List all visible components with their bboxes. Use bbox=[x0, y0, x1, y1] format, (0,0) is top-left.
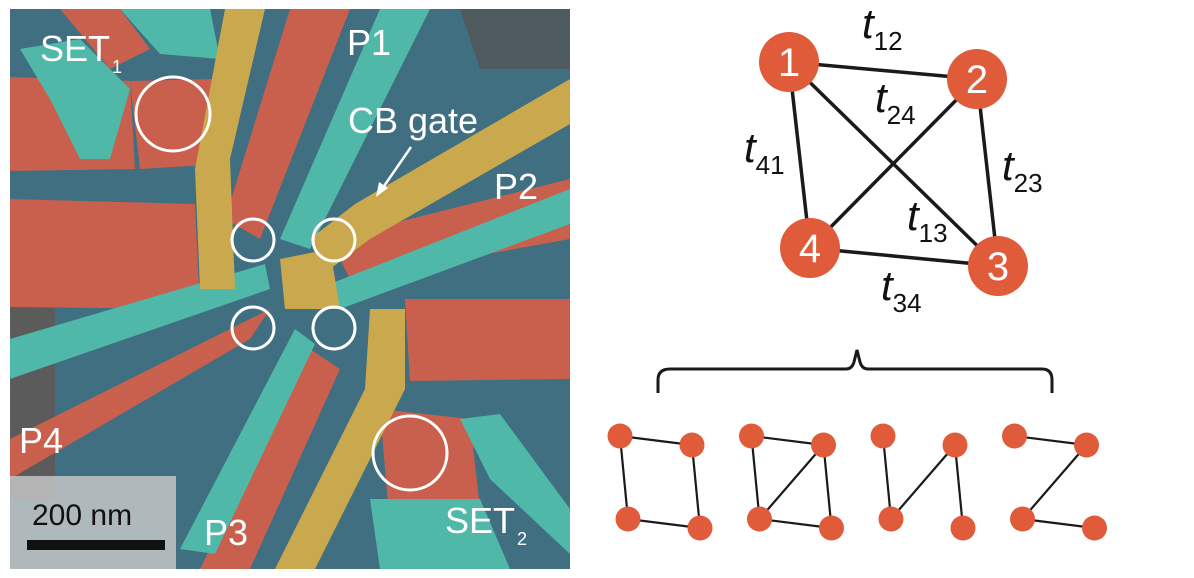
sub-node-2 bbox=[1074, 432, 1099, 458]
label-p4: P4 bbox=[19, 420, 63, 461]
sub-edge-1-4 bbox=[750, 435, 761, 520]
edge-3-4 bbox=[809, 246, 999, 268]
label-cb-gate: CB gate bbox=[348, 100, 478, 141]
cyan-gate bbox=[370, 499, 510, 569]
set2-circle bbox=[371, 414, 449, 492]
red-gate bbox=[200, 349, 340, 569]
red-gate bbox=[405, 299, 570, 381]
node-4 bbox=[780, 218, 840, 278]
cyan-gate bbox=[20, 39, 130, 159]
red-gate bbox=[60, 9, 150, 69]
edge-label-t12: t12 bbox=[862, 0, 903, 56]
edge-label-t13: t13 bbox=[907, 192, 948, 248]
dot-circle-3 bbox=[230, 305, 276, 351]
red-gate bbox=[225, 9, 350, 239]
edge-1-2 bbox=[788, 60, 978, 81]
dot-circle-4 bbox=[311, 305, 357, 351]
cyan-gate bbox=[120, 9, 220, 59]
edge-label-t41: t41 bbox=[744, 124, 785, 180]
sub-node-3 bbox=[819, 515, 844, 541]
scale-bar bbox=[27, 540, 165, 550]
node-3 bbox=[968, 236, 1028, 296]
substrate-patch bbox=[460, 9, 570, 69]
sub-edge-1-4 bbox=[618, 435, 630, 520]
node-2 bbox=[947, 49, 1007, 109]
sub-node-4 bbox=[878, 506, 904, 532]
label-p3: P3 bbox=[204, 512, 248, 553]
edge-4-1 bbox=[787, 61, 812, 249]
cyan-gate bbox=[10, 264, 270, 379]
sub-edge-2-3 bbox=[953, 444, 965, 529]
sub-node-1 bbox=[1002, 423, 1027, 449]
sub-edge-4-2 bbox=[890, 444, 956, 520]
cyan-gate bbox=[460, 414, 570, 554]
cyan-gate bbox=[330, 189, 570, 309]
node-label: 3 bbox=[987, 245, 1009, 289]
sub-node-3 bbox=[1082, 515, 1107, 541]
sub-graph-chain-z bbox=[1002, 423, 1107, 541]
dot-circle-2 bbox=[311, 217, 357, 263]
sub-edge-2-3 bbox=[690, 444, 702, 529]
label-p1: P1 bbox=[347, 22, 391, 63]
edge-2-3 bbox=[975, 78, 1000, 267]
sub-node-4 bbox=[747, 506, 772, 532]
red-gate bbox=[10, 199, 200, 309]
node-label: 2 bbox=[966, 58, 988, 102]
red-gate bbox=[10, 309, 270, 479]
sub-node-2 bbox=[679, 432, 705, 458]
scale-bar-box bbox=[10, 476, 176, 569]
cyan-gate bbox=[280, 9, 430, 249]
yellow-gate bbox=[195, 9, 265, 289]
cyan-gate bbox=[180, 329, 315, 554]
edge-2-4 bbox=[808, 77, 979, 250]
main-graph-edges bbox=[787, 60, 1000, 268]
edge-label-t23: t23 bbox=[1002, 142, 1043, 198]
node-label: 1 bbox=[778, 41, 800, 85]
sub-graphs bbox=[607, 423, 1107, 541]
sub-graph-chain-n bbox=[870, 423, 976, 541]
curly-brace bbox=[656, 349, 1054, 393]
label-p2: P2 bbox=[494, 166, 538, 207]
red-gate bbox=[330, 179, 570, 279]
edge-label-t34: t34 bbox=[881, 262, 922, 318]
yellow-gate bbox=[310, 79, 570, 269]
node-1 bbox=[759, 32, 819, 92]
sub-node-4 bbox=[615, 506, 641, 532]
sub-graph-ring bbox=[607, 423, 713, 541]
sub-node-3 bbox=[687, 515, 713, 541]
edge-label-t24: t24 bbox=[875, 74, 916, 130]
sub-node-3 bbox=[950, 515, 976, 541]
dot-circle-1 bbox=[230, 217, 276, 263]
yellow-gate bbox=[280, 249, 340, 309]
sub-node-4 bbox=[1010, 506, 1035, 532]
set1-circle bbox=[134, 75, 212, 153]
sub-graph-ring-plus-diagonal bbox=[739, 423, 844, 541]
cb-gate-arrow bbox=[380, 146, 413, 190]
sub-node-2 bbox=[811, 432, 836, 458]
sub-edge-2-3 bbox=[822, 444, 833, 529]
sub-node-1 bbox=[607, 423, 633, 449]
main-graph-nodes: 1 2 3 4 bbox=[759, 32, 1028, 296]
yellow-gate bbox=[275, 309, 405, 569]
sub-node-1 bbox=[870, 423, 896, 449]
hopping-graph-diagram: 1 2 3 4 t12 t24 t41 t23 t13 t34 bbox=[607, 0, 1107, 541]
sub-node-2 bbox=[942, 432, 968, 458]
sub-edge-2-4 bbox=[758, 444, 825, 520]
scale-bar-label: 200 nm bbox=[32, 499, 132, 532]
node-label: 4 bbox=[799, 227, 821, 271]
sub-edge-2-4 bbox=[1021, 444, 1088, 520]
cb-gate-arrowhead bbox=[376, 182, 388, 197]
sub-edge-1-4 bbox=[881, 435, 893, 520]
sub-node-1 bbox=[739, 423, 764, 449]
